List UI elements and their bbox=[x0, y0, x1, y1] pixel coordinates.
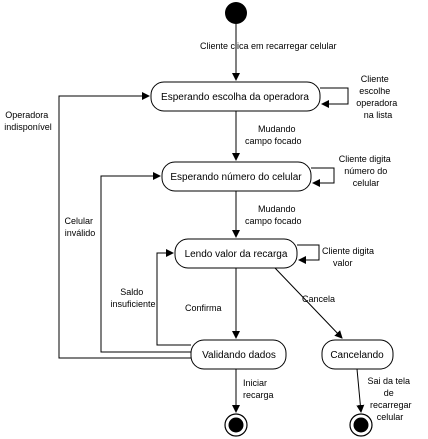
final-node-exit bbox=[349, 413, 373, 437]
svg-text:Cancelando: Cancelando bbox=[330, 350, 384, 361]
state-reading-value: Lendo valor da recarga bbox=[174, 238, 298, 269]
svg-text:Lendo valor da recarga: Lendo valor da recarga bbox=[185, 249, 288, 260]
initial-node bbox=[225, 2, 247, 24]
label-self-number: Cliente digita número do celular bbox=[339, 154, 394, 188]
svg-text:Esperando escolha da operadora: Esperando escolha da operadora bbox=[161, 92, 309, 103]
label-focus-change-2: Mudando campo focado bbox=[245, 204, 302, 226]
label-self-operator: Cliente escolhe operadora na lista bbox=[356, 74, 400, 120]
edge-exit-screen bbox=[356, 368, 365, 413]
label-start-recharge: Iniciar recarga bbox=[243, 378, 274, 400]
state-choosing-operator: Esperando escolha da operadora bbox=[150, 81, 321, 112]
edge-self-operator bbox=[320, 87, 349, 108]
edge-operator-unavailable bbox=[58, 92, 191, 359]
svg-text:Validando dados: Validando dados bbox=[202, 350, 276, 361]
label-focus-change-1: Mudando campo focado bbox=[245, 124, 302, 146]
label-insufficient-balance: Saldo insuficiente bbox=[110, 287, 155, 309]
edge-self-number bbox=[311, 167, 335, 187]
edge-cancel bbox=[274, 267, 343, 339]
label-cancel: Cancela bbox=[302, 294, 335, 304]
label-invalid-phone: Celular inválido bbox=[64, 216, 95, 238]
final-node-recharge bbox=[224, 413, 248, 437]
label-confirm: Confirma bbox=[185, 303, 222, 313]
edge-insufficient-balance bbox=[156, 249, 191, 346]
label-self-value: Cliente digita valor bbox=[322, 246, 377, 268]
edge-self-value bbox=[297, 244, 320, 264]
edge-invalid-phone bbox=[100, 172, 191, 353]
svg-text:Esperando número do celular: Esperando número do celular bbox=[170, 172, 302, 183]
state-cancelling: Cancelando bbox=[321, 339, 394, 370]
label-exit-screen: Sai da tela de recarregar celular bbox=[367, 376, 414, 422]
label-operator-unavailable: Operadora indisponível bbox=[4, 110, 52, 132]
state-entering-number: Esperando número do celular bbox=[161, 161, 312, 192]
label-start: Cliente clica em recarregar celular bbox=[200, 41, 337, 51]
state-validating: Validando dados bbox=[190, 339, 287, 370]
